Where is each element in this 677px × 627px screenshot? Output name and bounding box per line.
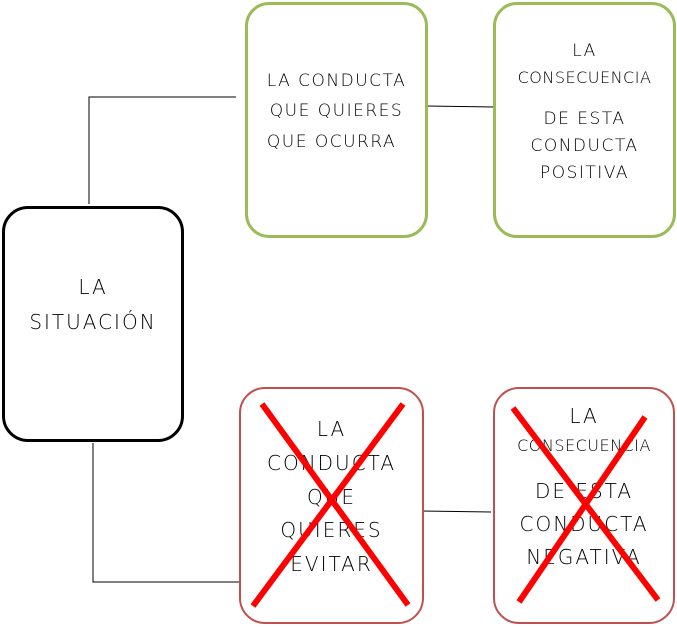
desired-consequence-line-4: CONDUCTA [530,136,639,156]
desired-behavior-box: LA CONDUCTA QUE QUIERES QUE OCURRA [245,2,428,238]
situation-box: LA SITUACIÓN [2,206,184,442]
avoided-behavior-line-1: LA [316,417,347,441]
avoided-behavior-line-5: EVITAR [290,552,373,576]
connector-situation-to-avoided [92,443,240,583]
avoided-consequence-line-3: DE ESTA [534,479,634,503]
desired-consequence-line-1: LA [572,41,597,61]
desired-behavior-line-1: LA CONDUCTA [266,71,407,91]
desired-consequence-box: LA CONSECUENCIA DE ESTA CONDUCTA POSITIV… [493,2,676,238]
avoided-consequence-line-1: LA [569,404,599,428]
desired-behavior-line-3: QUE OCURRA [266,132,397,152]
desired-consequence-line-5: POSITIVA [539,163,629,183]
avoided-consequence-line-2: CONSECUENCIA [517,436,651,455]
avoided-consequence-line-4: CONDUCTA [519,512,649,536]
desired-consequence-line-2: CONSECUENCIA [517,68,652,87]
avoided-behavior-line-3: QUE [306,485,357,509]
situation-line-2: SITUACIÓN [29,310,157,334]
avoided-consequence-line-5: NEGATIVA [526,545,642,569]
connector-avoided-behavior-to-consequence [421,510,492,513]
connector-situation-to-desired [88,96,236,204]
avoided-behavior-box: LA CONDUCTA QUE QUIERES EVITAR [239,387,424,624]
desired-consequence-line-3: DE ESTA [543,109,626,129]
situation-line-1: LA [78,275,108,299]
avoided-consequence-box: LA CONSECUENCIA DE ESTA CONDUCTA NEGATIV… [493,387,675,624]
avoided-behavior-line-2: CONDUCTA [266,451,397,475]
connector-desired-behavior-to-consequence [425,105,496,108]
avoided-behavior-line-4: QUIERES [280,518,383,542]
desired-behavior-line-2: QUE QUIERES [269,101,404,121]
